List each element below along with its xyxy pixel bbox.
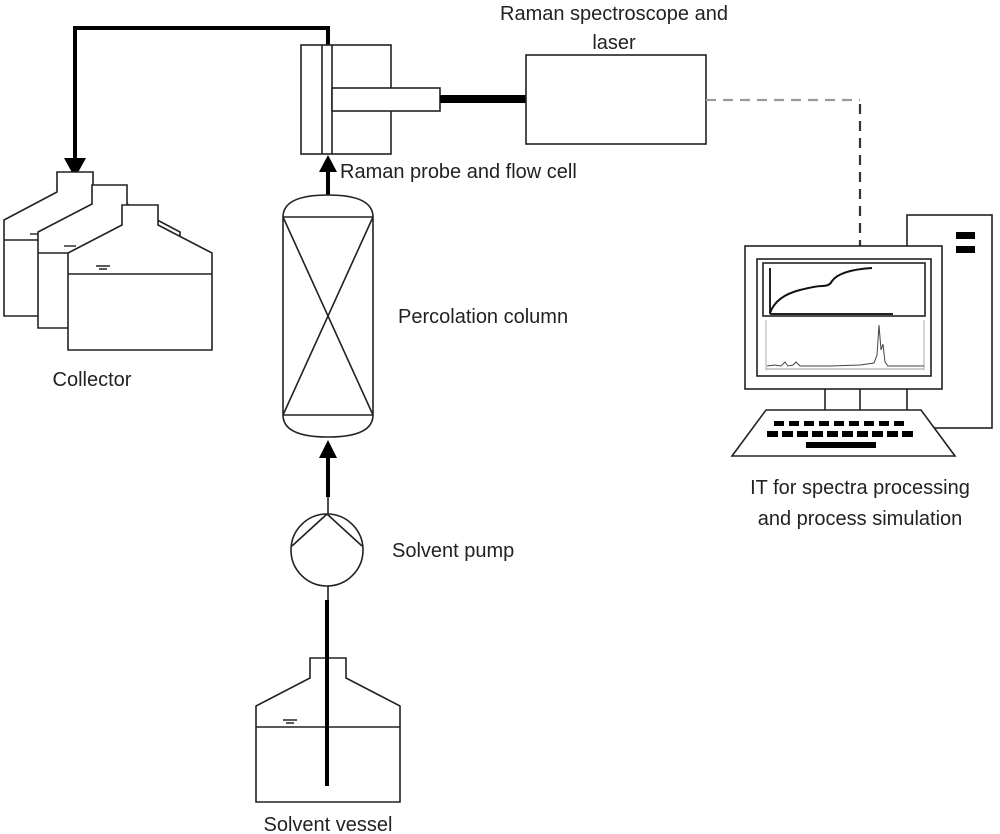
solvent-pump bbox=[290, 513, 364, 587]
drive-bay-icon bbox=[956, 246, 975, 253]
label-probe: Raman probe and flow cell bbox=[340, 161, 577, 183]
pipe-vessel-to-pump bbox=[325, 586, 329, 786]
pipe-pump-to-column bbox=[319, 440, 337, 514]
arrowhead-down-icon bbox=[64, 158, 86, 178]
monitor-stand bbox=[824, 387, 861, 413]
collector-vessel-3 bbox=[67, 204, 213, 351]
label-column: Percolation column bbox=[398, 306, 568, 328]
label-pump: Solvent pump bbox=[392, 540, 514, 562]
outlet-pipe bbox=[64, 26, 330, 178]
label-computer-line2: and process simulation bbox=[758, 508, 963, 530]
label-spectroscope-line2: laser bbox=[592, 32, 636, 54]
screen-spectrum bbox=[766, 324, 924, 367]
raman-probe-flow-cell bbox=[300, 44, 441, 155]
percolation-column bbox=[282, 194, 374, 438]
screen-curve bbox=[769, 267, 873, 314]
label-spectroscope: Raman spectroscope and bbox=[500, 3, 728, 25]
raman-spectroscope-box bbox=[525, 54, 707, 145]
monitor bbox=[744, 245, 943, 390]
screen-plot-upper bbox=[762, 262, 926, 317]
pipe-column-to-cell bbox=[319, 155, 337, 195]
label-computer: IT for spectra processing bbox=[750, 477, 970, 499]
arrowhead-up-icon bbox=[319, 155, 337, 172]
signal-line bbox=[706, 98, 862, 246]
arrowhead-up-icon bbox=[319, 440, 337, 458]
label-collector: Collector bbox=[53, 369, 132, 391]
computer bbox=[730, 214, 993, 457]
keyboard-keys bbox=[767, 421, 913, 448]
monitor-screen bbox=[756, 258, 932, 377]
label-vessel: Solvent vessel bbox=[264, 814, 393, 834]
drive-bay-icon bbox=[956, 232, 975, 239]
collector bbox=[3, 171, 213, 351]
